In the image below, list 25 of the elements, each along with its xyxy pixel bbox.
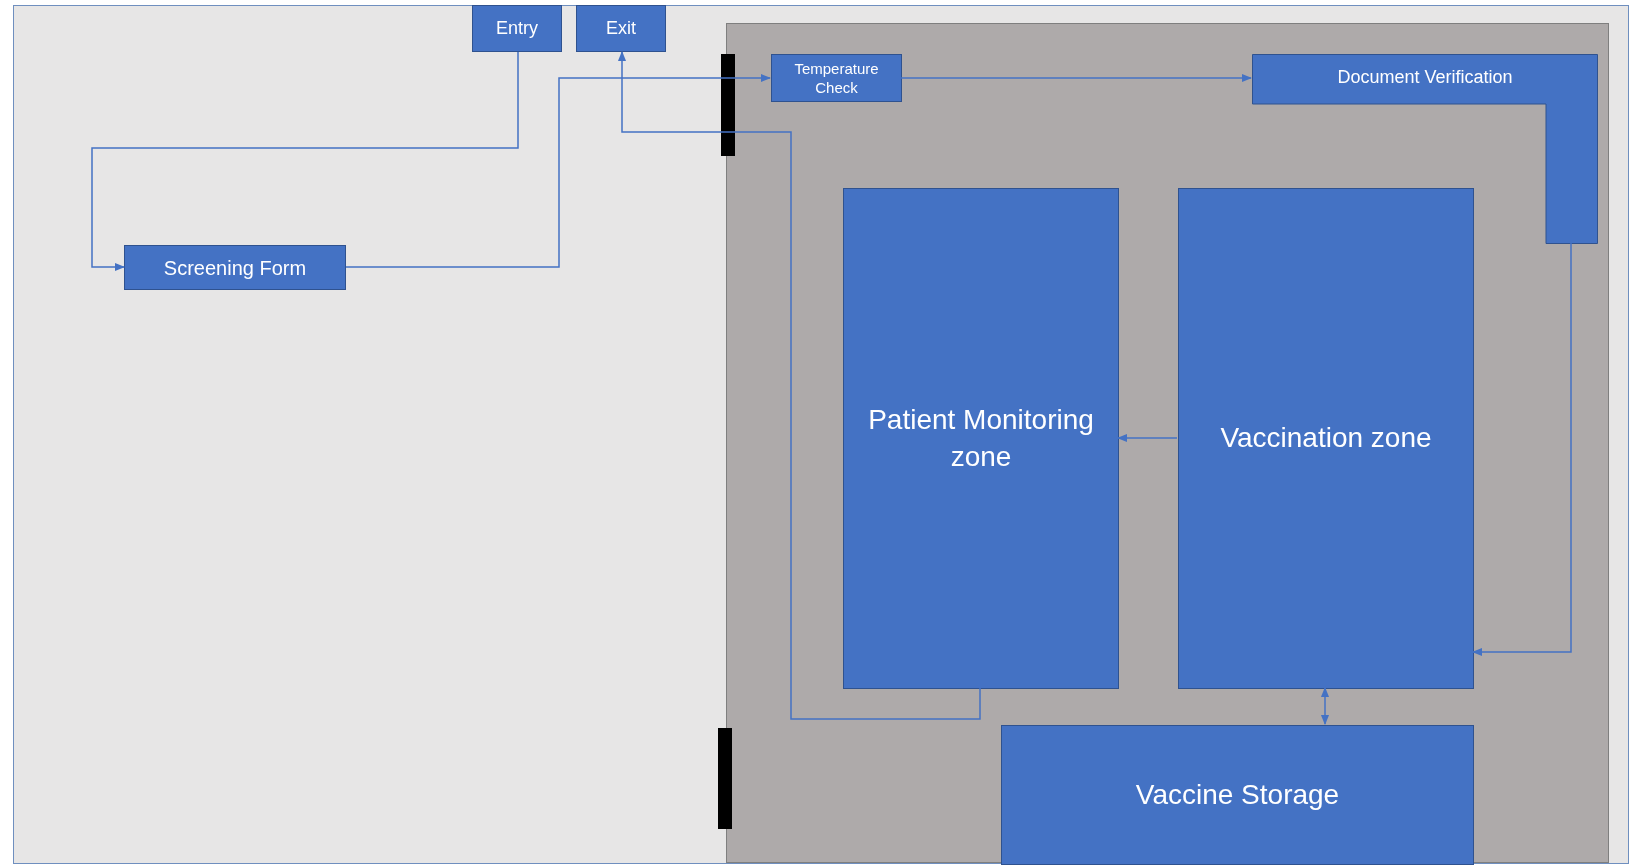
- process-box: [771, 54, 902, 102]
- arrow: [345, 73, 772, 268]
- arrow: [617, 50, 981, 720]
- door-bar: [718, 728, 732, 829]
- process-box: [124, 245, 346, 290]
- node-label: Entry: [495, 16, 539, 40]
- exit-box: [576, 5, 666, 52]
- node-label: Vaccine Storage: [1134, 777, 1341, 812]
- node-label: Screening Form: [162, 255, 308, 281]
- arrow: [900, 73, 1253, 83]
- l-shaped-counter: [1252, 54, 1598, 244]
- zone-box: [1001, 725, 1474, 865]
- node-label: Exit: [605, 16, 637, 40]
- node-label: Patient Monitoring zone: [867, 403, 1095, 474]
- node-label: Document Verification: [1336, 66, 1514, 89]
- arrow: [91, 51, 519, 272]
- building-floor-area: [726, 23, 1609, 863]
- zone-box: [843, 188, 1119, 689]
- arrow: [1116, 433, 1178, 443]
- door-bar: [721, 54, 735, 156]
- node-label: Vaccination zone: [1219, 421, 1433, 456]
- entry-box: [472, 5, 562, 52]
- node-label: Temperature Check: [793, 58, 880, 98]
- arrow: [1471, 242, 1572, 657]
- arrow: [1320, 686, 1330, 726]
